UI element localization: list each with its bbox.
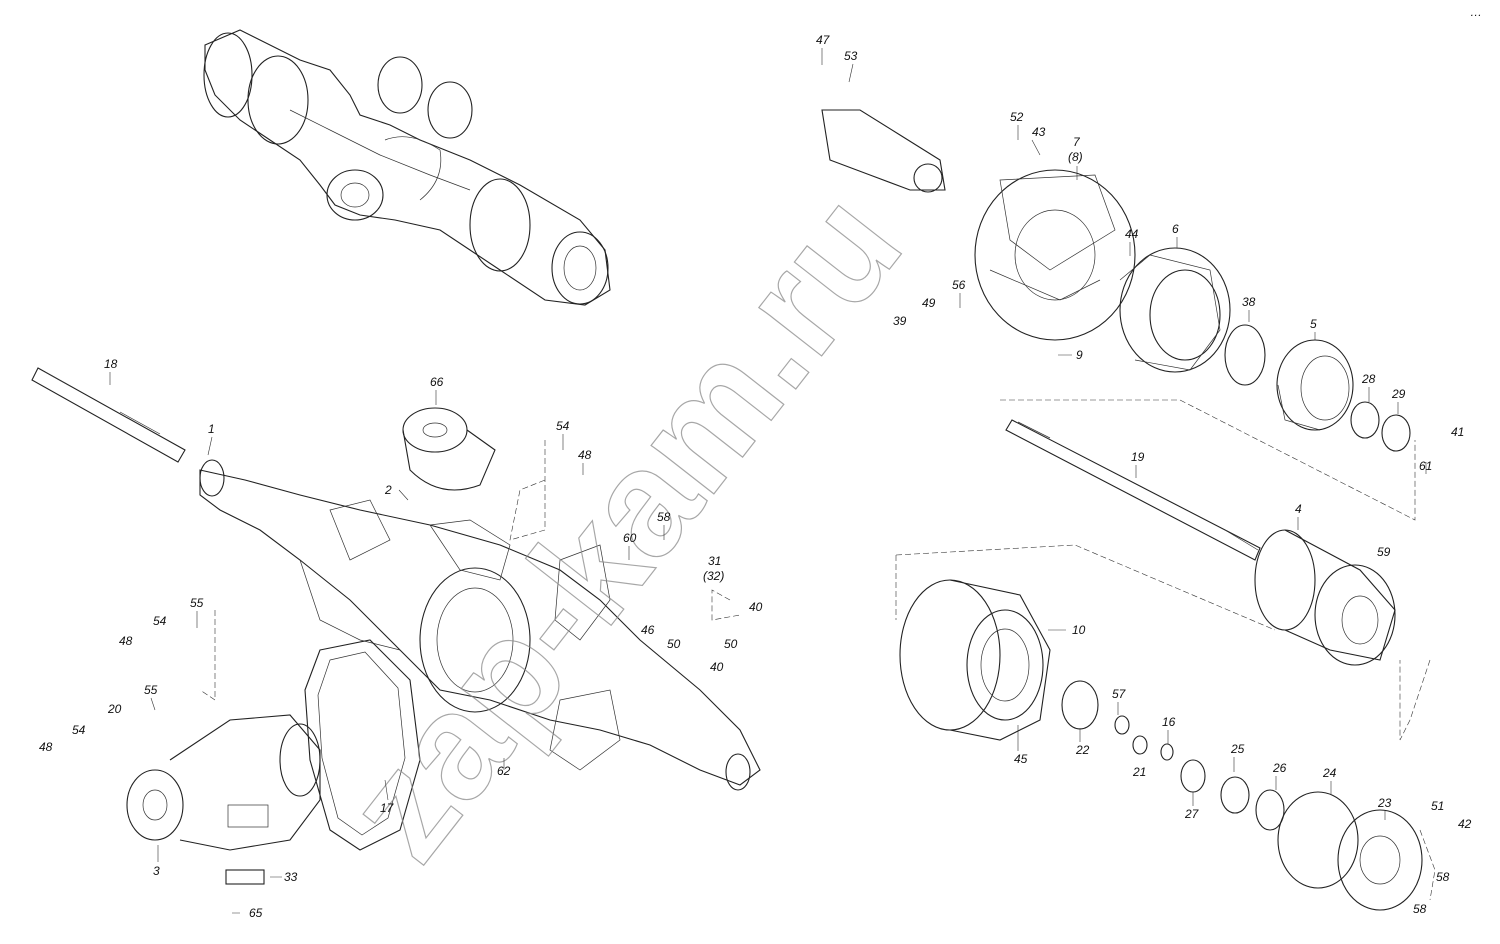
label-48c: 48 [39, 740, 53, 754]
label-31: 31 [708, 554, 721, 568]
label-41: 41 [1451, 425, 1464, 439]
label-39: 39 [893, 314, 907, 328]
label-59: 59 [1377, 545, 1391, 559]
label-47: 47 [816, 33, 831, 47]
label-27: 27 [1184, 807, 1200, 821]
half-shaft-19 [1005, 419, 1261, 561]
label-23: 23 [1377, 796, 1392, 810]
brake-chamber-66 [402, 407, 496, 491]
label-52: 52 [1010, 110, 1024, 124]
label-16: 16 [1162, 715, 1176, 729]
label-48b: 48 [119, 634, 133, 648]
label-58b: 58 [1436, 870, 1450, 884]
label-45: 45 [1014, 752, 1028, 766]
corner-mark: … [1470, 5, 1482, 19]
brake-support-7 [974, 169, 1136, 341]
label-56: 56 [952, 278, 966, 292]
label-66: 66 [430, 375, 444, 389]
axle-shaft-18 [31, 367, 186, 463]
label-10: 10 [1072, 623, 1086, 637]
label-25: 25 [1230, 742, 1245, 756]
label-8: (8) [1068, 150, 1083, 164]
label-42: 42 [1458, 817, 1472, 831]
label-44: 44 [1125, 227, 1139, 241]
label-leaders [109, 48, 1427, 914]
gasket-17 [304, 639, 421, 851]
label-48a: 48 [578, 448, 592, 462]
label-17: 17 [380, 801, 395, 815]
label-40a: 40 [749, 600, 763, 614]
part-labels: 1 2 3 4 5 6 7 (8) 9 10 16 17 18 19 20 21… [39, 33, 1472, 920]
wheel-hub-4 [1254, 529, 1396, 666]
label-50a: 50 [667, 637, 681, 651]
label-55b: 55 [144, 683, 158, 697]
axle-end-stub [821, 109, 946, 193]
hub-6 [1119, 247, 1231, 373]
label-58c: 58 [1413, 902, 1427, 916]
label-18: 18 [104, 357, 118, 371]
label-21: 21 [1132, 765, 1146, 779]
seal-25 [1220, 776, 1250, 814]
label-9: 9 [1076, 348, 1083, 362]
label-51: 51 [1431, 799, 1444, 813]
label-2: 2 [384, 483, 392, 497]
label-19: 19 [1131, 450, 1145, 464]
label-46: 46 [641, 623, 655, 637]
label-22: 22 [1075, 743, 1090, 757]
label-54b: 54 [153, 614, 167, 628]
washer-27 [1180, 759, 1206, 793]
watermark: zap-kam.ru [313, 162, 933, 889]
label-28: 28 [1361, 372, 1376, 386]
leader-connectors [199, 399, 1436, 901]
washer-28 [1350, 401, 1380, 439]
ring-gear-5 [1276, 339, 1354, 431]
label-65: 65 [249, 906, 263, 920]
label-5: 5 [1310, 317, 1317, 331]
label-54c: 54 [72, 723, 86, 737]
label-50b: 50 [724, 637, 738, 651]
label-20: 20 [107, 702, 122, 716]
gasket-24 [1277, 791, 1359, 889]
label-53: 53 [844, 49, 858, 63]
label-7: 7 [1073, 135, 1081, 149]
label-33: 33 [284, 870, 298, 884]
label-40b: 40 [710, 660, 724, 674]
part-16 [1160, 743, 1174, 761]
label-60: 60 [623, 531, 637, 545]
label-6: 6 [1172, 222, 1179, 236]
bearing-22 [1061, 680, 1099, 730]
label-57: 57 [1112, 687, 1127, 701]
assembled-axle [203, 29, 611, 306]
label-43: 43 [1032, 125, 1046, 139]
washer-21 [1132, 735, 1148, 755]
bearing-38 [1224, 324, 1266, 386]
label-58a: 58 [657, 510, 671, 524]
label-1: 1 [208, 422, 215, 436]
nut-29 [1381, 414, 1411, 452]
label-29: 29 [1391, 387, 1406, 401]
ring-26 [1255, 789, 1285, 831]
label-38: 38 [1242, 295, 1256, 309]
nameplate-33 [225, 869, 265, 885]
label-4: 4 [1295, 502, 1302, 516]
label-55a: 55 [190, 596, 204, 610]
label-61: 61 [1419, 459, 1432, 473]
label-32: (32) [703, 569, 724, 583]
label-24: 24 [1322, 766, 1337, 780]
brake-drum-10 [899, 579, 1051, 741]
label-54a: 54 [556, 419, 570, 433]
cover-23 [1337, 809, 1423, 911]
label-49: 49 [922, 296, 936, 310]
axle-housing [199, 459, 761, 791]
ring-57 [1114, 715, 1130, 735]
label-62: 62 [497, 764, 511, 778]
label-26: 26 [1272, 761, 1287, 775]
label-3: 3 [153, 864, 160, 878]
main-gear-3 [126, 714, 321, 851]
